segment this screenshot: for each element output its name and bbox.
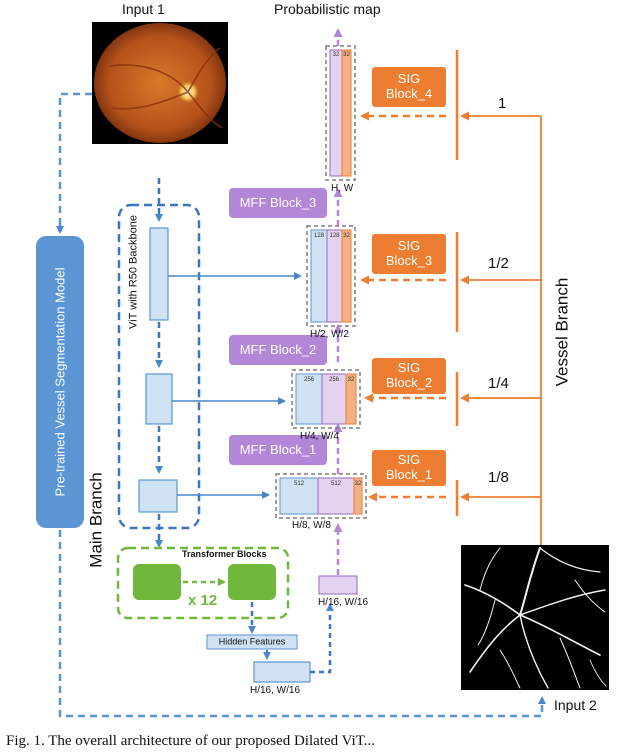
ch-s3-b: 128 <box>329 233 340 239</box>
fundus-image <box>92 22 228 144</box>
sig-block-4-line2: Block_4 <box>385 86 433 101</box>
ch-s1-b: 512 <box>330 481 341 487</box>
input-1-label: Input 1 <box>122 1 165 17</box>
skip-connections <box>168 272 302 499</box>
hidden-reshape-box <box>253 661 311 683</box>
dim-label-h4: H/4, W/4 <box>300 431 339 442</box>
dim-label-h16-hidden: H/16, W/16 <box>250 685 301 696</box>
sig-block-2-line1: SIG <box>397 360 421 376</box>
transformer-block-2 <box>228 564 276 600</box>
ch-s2-a: 256 <box>303 377 314 383</box>
ch-s3-a: 128 <box>313 233 324 239</box>
backbone-stage-3 <box>138 479 178 513</box>
ch-s1-c: 32 <box>354 481 362 487</box>
scale-label-2: 1/2 <box>488 255 509 272</box>
mff-block-2 <box>229 335 327 365</box>
sig-block-4-line1: SIG <box>397 71 421 87</box>
dim-label-hw: H, W <box>331 183 354 194</box>
repeat-count-label: x 12 <box>188 592 218 609</box>
scale-label-3: 1/4 <box>488 375 509 392</box>
backbone-stage-1 <box>149 227 169 321</box>
sig-block-1-line1: SIG <box>397 452 421 468</box>
dim-label-h8: H/8, W/8 <box>292 520 331 531</box>
vessel-branch-lines <box>460 111 542 545</box>
ch-s4-a: 32 <box>332 52 340 58</box>
to-decoder-arrow <box>310 603 334 674</box>
mff-block-3-label: MFF Block_3 <box>239 194 317 210</box>
pretrained-model-box <box>36 236 84 528</box>
vessel-branch-label: Vessel Branch <box>552 277 572 387</box>
sig-block-3-line2: Block_3 <box>385 253 433 268</box>
hidden-features-box <box>206 634 298 650</box>
decoder-stage-4 <box>325 45 356 181</box>
vit-backbone-label: ViT with R50 Backbone <box>127 215 140 329</box>
dim-label-h16-decoder: H/16, W/16 <box>318 597 369 608</box>
sig-block-2 <box>372 358 446 394</box>
pretrained-connector <box>58 92 546 718</box>
mff-block-2-label: MFF Block_2 <box>239 341 317 357</box>
sig-block-1 <box>372 450 446 486</box>
pretrained-model-label: Pre-trained Vessel Segmentation Model <box>52 267 68 497</box>
transformer-container <box>116 546 290 620</box>
ch-s3-c: 32 <box>343 233 350 239</box>
main-branch-label: Main Branch <box>86 472 106 568</box>
dim-label-h2: H/2, W/2 <box>310 329 349 340</box>
mff-block-1 <box>229 435 327 465</box>
sig-outputs <box>360 111 446 502</box>
figure-caption: Fig. 1. The overall architecture of our … <box>6 733 375 749</box>
vessel-map-image <box>461 545 609 690</box>
sig-block-2-line2: Block_2 <box>385 375 433 390</box>
mff-block-1-label: MFF Block_1 <box>239 441 317 457</box>
transformer-block-1 <box>133 564 181 600</box>
scale-label-4: 1/8 <box>488 469 509 486</box>
ch-s1-a: 512 <box>293 481 304 487</box>
scale-label-1: 1 <box>498 95 507 112</box>
mff-block-3 <box>229 188 327 218</box>
ch-s2-b: 256 <box>328 377 339 383</box>
decoder-input-box <box>318 575 358 595</box>
backbone-stage-2 <box>145 373 173 425</box>
hidden-features-label: Hidden Features <box>218 636 286 647</box>
ch-s2-c: 32 <box>347 377 355 383</box>
decoder-stage-2 <box>291 369 361 429</box>
sig-block-3 <box>372 234 446 274</box>
decoder-stage-3 <box>306 225 356 327</box>
input-2-label: Input 2 <box>554 697 597 713</box>
sig-block-4 <box>372 67 446 107</box>
sig-block-1-line2: Block_1 <box>385 467 433 482</box>
sig-block-3-line1: SIG <box>397 238 421 254</box>
transformer-blocks-label: Transformer Blocks <box>182 549 267 559</box>
ch-s4-b: 32 <box>343 52 350 58</box>
probabilistic-map-title: Probabilistic map <box>274 1 381 17</box>
decoder-stage-1 <box>275 473 367 519</box>
